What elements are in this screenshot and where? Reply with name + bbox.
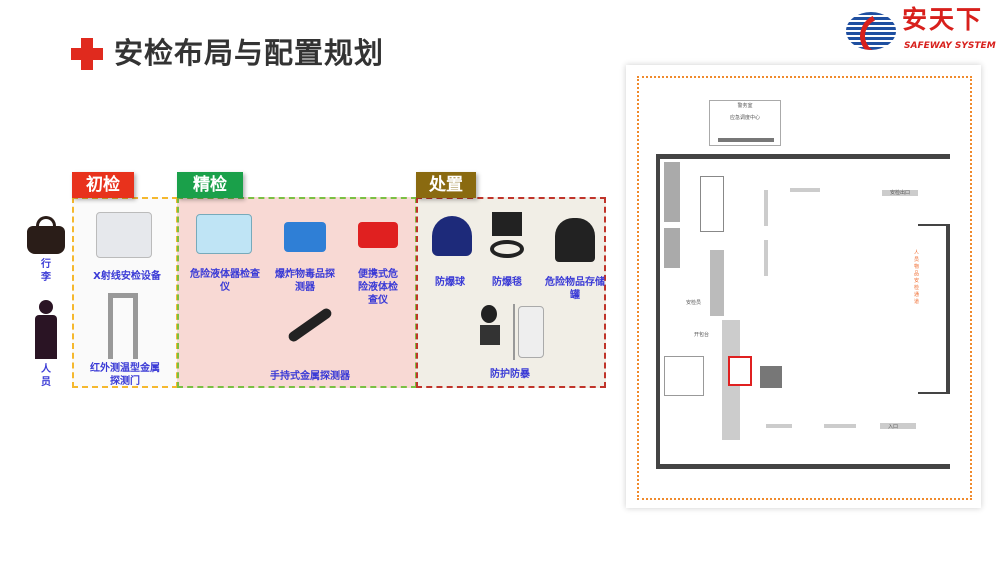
- office-sublabel: 应急调度中心: [729, 115, 760, 121]
- flow-arrow-icon: [764, 190, 768, 226]
- table-label: 开包台: [694, 332, 710, 338]
- wall-right: [946, 224, 950, 394]
- shield-icon: [518, 306, 544, 358]
- floor-plan-border: [637, 76, 972, 500]
- cabinet: [664, 162, 680, 222]
- wall-left: [656, 154, 660, 468]
- wall-top: [656, 154, 950, 159]
- flow-arrow-icon: [766, 424, 792, 428]
- entry-arrow-icon: [880, 423, 916, 429]
- storage-tank-icon: [555, 218, 595, 262]
- logo-subtext: SAFEWAY SYSTEM: [904, 41, 996, 51]
- exit-label: 安检出口: [890, 190, 911, 196]
- floor-plan-card: [626, 65, 981, 508]
- room: [664, 356, 704, 396]
- helmet-icon: [481, 305, 497, 323]
- fork-icon: [513, 304, 515, 360]
- item-label: 危险液体器检查仪: [190, 269, 260, 293]
- portable-liquid-detector-icon: [358, 222, 398, 248]
- tab-fine-check: 精检: [177, 172, 243, 198]
- metal-detector-gate-icon: [108, 293, 138, 359]
- office-label: 警务室: [737, 103, 753, 109]
- logo-text: 安天下: [902, 6, 984, 34]
- item-label: 防护防暴: [490, 369, 530, 380]
- channel-label: 人员 物品安检通道: [914, 250, 920, 305]
- cabinet: [664, 228, 680, 268]
- flow-arrow-icon: [764, 240, 768, 276]
- wall-right-bottom: [918, 392, 948, 394]
- luggage-label: 行李: [41, 259, 51, 283]
- red-cross-icon: [71, 48, 103, 60]
- flow-arrow-icon: [790, 188, 820, 192]
- wall-right-top: [918, 224, 948, 226]
- conveyor: [710, 250, 724, 316]
- explosion-proof-blanket-icon: [492, 212, 522, 236]
- explosion-proof-ball-icon: [432, 216, 472, 256]
- logo-globe-icon: [846, 12, 896, 50]
- xray-machine-icon: [96, 212, 152, 258]
- entry-label: 入口: [888, 424, 899, 430]
- liquid-detector-icon: [196, 214, 252, 254]
- scanner: [760, 366, 782, 388]
- person-body-icon: [35, 315, 57, 359]
- person-icon: [39, 300, 53, 314]
- wall-bottom: [656, 464, 950, 469]
- flow-arrow-icon: [824, 424, 856, 428]
- tab-disposal: 处置: [416, 172, 476, 198]
- explosive-detector-icon: [284, 222, 326, 252]
- storage-area: [700, 176, 724, 232]
- page-title: 安检布局与配置规划: [114, 36, 385, 70]
- gate: [728, 356, 752, 386]
- item-label: 手持式金属探测器: [270, 371, 350, 382]
- bag-handle-icon: [36, 216, 56, 232]
- person-label: 人员: [41, 364, 51, 388]
- desk: [718, 138, 774, 142]
- item-label: 防爆球: [435, 277, 465, 288]
- item-label: 爆炸物毒品探测器: [275, 269, 335, 293]
- item-label: 危险物品存储罐: [545, 277, 605, 301]
- item-label: X射线安检设备: [93, 271, 161, 282]
- exit-arrow-icon: [882, 190, 918, 196]
- inspector-label: 安检员: [686, 300, 702, 306]
- tab-initial-check: 初检: [72, 172, 134, 198]
- item-label: 防爆毯: [492, 277, 522, 288]
- item-label: 红外测温型金属探测门: [90, 363, 160, 387]
- vest-icon: [480, 325, 500, 345]
- item-label: 便携式危险液体检查仪: [358, 269, 398, 306]
- blanket-ring-icon: [490, 240, 524, 258]
- police-office: [709, 100, 781, 146]
